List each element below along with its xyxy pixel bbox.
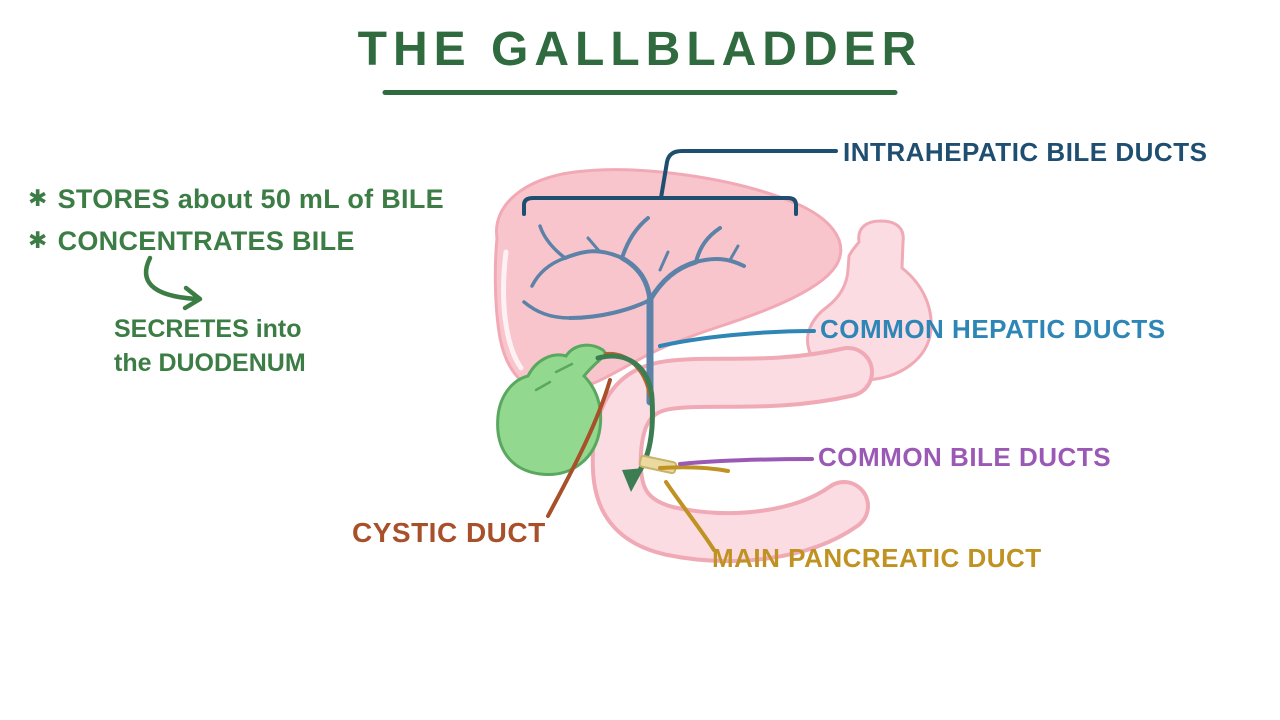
label-main-pancreatic-duct: MAIN PANCREATIC DUCT	[712, 543, 1042, 573]
secretes-arrow-icon	[143, 255, 203, 311]
liver-illustration	[493, 168, 843, 396]
label-common-hepatic-ducts: COMMON HEPATIC DUCTS	[820, 314, 1166, 344]
note-concentrates-text: CONCENTRATES BILE	[57, 226, 355, 256]
label-cystic-duct: CYSTIC DUCT	[352, 517, 546, 548]
intrahepatic-pointer-line	[522, 149, 838, 216]
gallbladder-illustration	[496, 343, 608, 476]
secretes-line1: SECRETES into	[114, 315, 302, 343]
secretes-line2: the DUODENUM	[114, 349, 306, 377]
label-common-bile-ducts: COMMON BILE DUCTS	[818, 442, 1112, 472]
note-secretes: SECRETES into the DUODENUM	[114, 312, 306, 380]
cystic-pointer-line	[546, 378, 612, 518]
duodenum-illustration	[590, 346, 874, 563]
asterisk-bullet-icon: ✱	[28, 227, 48, 253]
main-pancreatic-duct-line	[658, 465, 730, 473]
ampulla-marker	[638, 454, 678, 475]
pancreatic-pointer-line	[664, 480, 716, 552]
asterisk-bullet-icon: ✱	[28, 185, 48, 211]
title-underline	[382, 90, 898, 95]
note-stores-text: STORES about 50 mL of BILE	[57, 184, 444, 214]
note-concentrates: ✱ CONCENTRATES BILE	[28, 226, 355, 257]
note-stores: ✱ STORES about 50 mL of BILE	[28, 184, 444, 215]
common-bile-pointer-line	[678, 457, 814, 466]
page-title: THE GALLBLADDER	[357, 23, 923, 76]
intrahepatic-bile-duct-tree	[522, 216, 746, 351]
common-hepatic-pointer-line	[658, 329, 816, 348]
label-intrahepatic-bile-ducts: INTRAHEPATIC BILE DUCTS	[843, 137, 1208, 167]
